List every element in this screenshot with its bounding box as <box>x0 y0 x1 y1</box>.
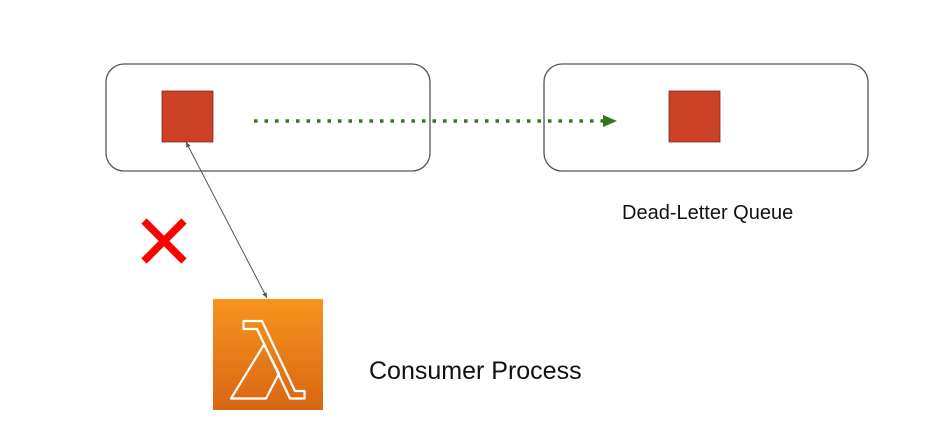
red-x-icon <box>141 218 187 264</box>
dead-letter-message-block <box>668 90 721 143</box>
source-message-block <box>161 90 214 143</box>
consumer-process-label: Consumer Process <box>369 357 582 385</box>
aws-lambda-icon <box>213 299 323 410</box>
redrive-arrow-head <box>603 115 617 127</box>
source-queue-box <box>105 63 431 172</box>
consume-connector-arrow <box>185 141 268 299</box>
dead-letter-queue-label: Dead-Letter Queue <box>622 202 794 224</box>
